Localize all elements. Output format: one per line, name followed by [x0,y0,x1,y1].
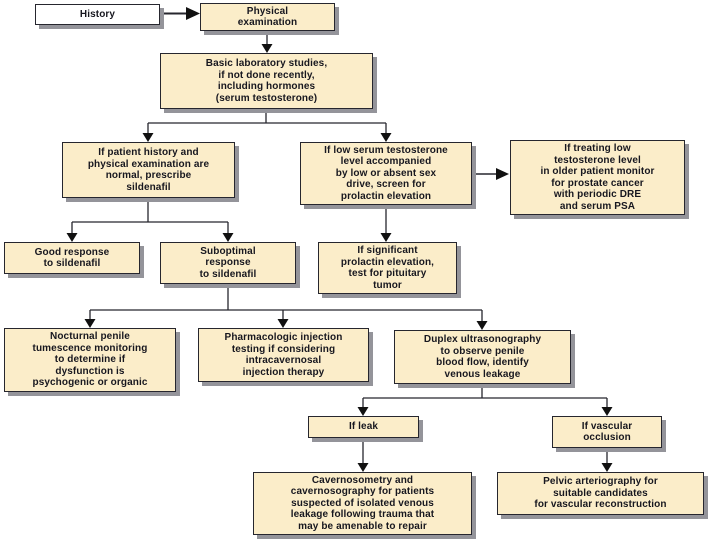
node-vascular-occlusion: If vascular occlusion [552,416,662,448]
edge-basic-labs-split [142,109,392,142]
node-if-leak: If leak [308,416,419,438]
node-physical-examination: Physical examination [200,3,335,31]
edge-low-testosterone-prolactin [380,205,392,242]
node-history: History [35,4,160,25]
node-nocturnal-tumescence: Nocturnal penile tumescence monitoring t… [4,328,176,392]
node-treating-low-testosterone: If treating low testosterone level in ol… [510,140,685,215]
edge-physical-examination-basic-labs [261,31,273,53]
edge-history-physical-examination [160,7,200,20]
node-pelvic-arteriography: Pelvic arteriography for suitable candid… [497,472,704,515]
edge-suboptimal-split [84,284,488,330]
node-prolactin-elevation: If significant prolactin elevation, test… [318,242,457,294]
edge-vascular-occlusion-pelvic [601,448,613,472]
node-basic-laboratory-studies: Basic laboratory studies, if not done re… [160,53,373,109]
edge-low-testosterone-treating [472,168,509,180]
node-duplex-ultrasonography: Duplex ultrasonography to observe penile… [394,330,571,384]
node-low-serum-testosterone: If low serum testosterone level accompan… [300,142,472,205]
node-cavernosometry: Cavernosometry and cavernosography for p… [253,472,472,535]
node-normal-exam-sildenafil: If patient history and physical examinat… [62,142,235,198]
node-pharmacologic-injection: Pharmacologic injection testing if consi… [198,328,369,382]
edge-if-leak-cavernosometry [357,438,369,472]
node-suboptimal-response: Suboptimal response to sildenafil [160,242,296,284]
edge-duplex-split [357,384,613,416]
node-good-response: Good response to sildenafil [4,242,140,274]
edge-normal-exam-split [66,198,234,242]
